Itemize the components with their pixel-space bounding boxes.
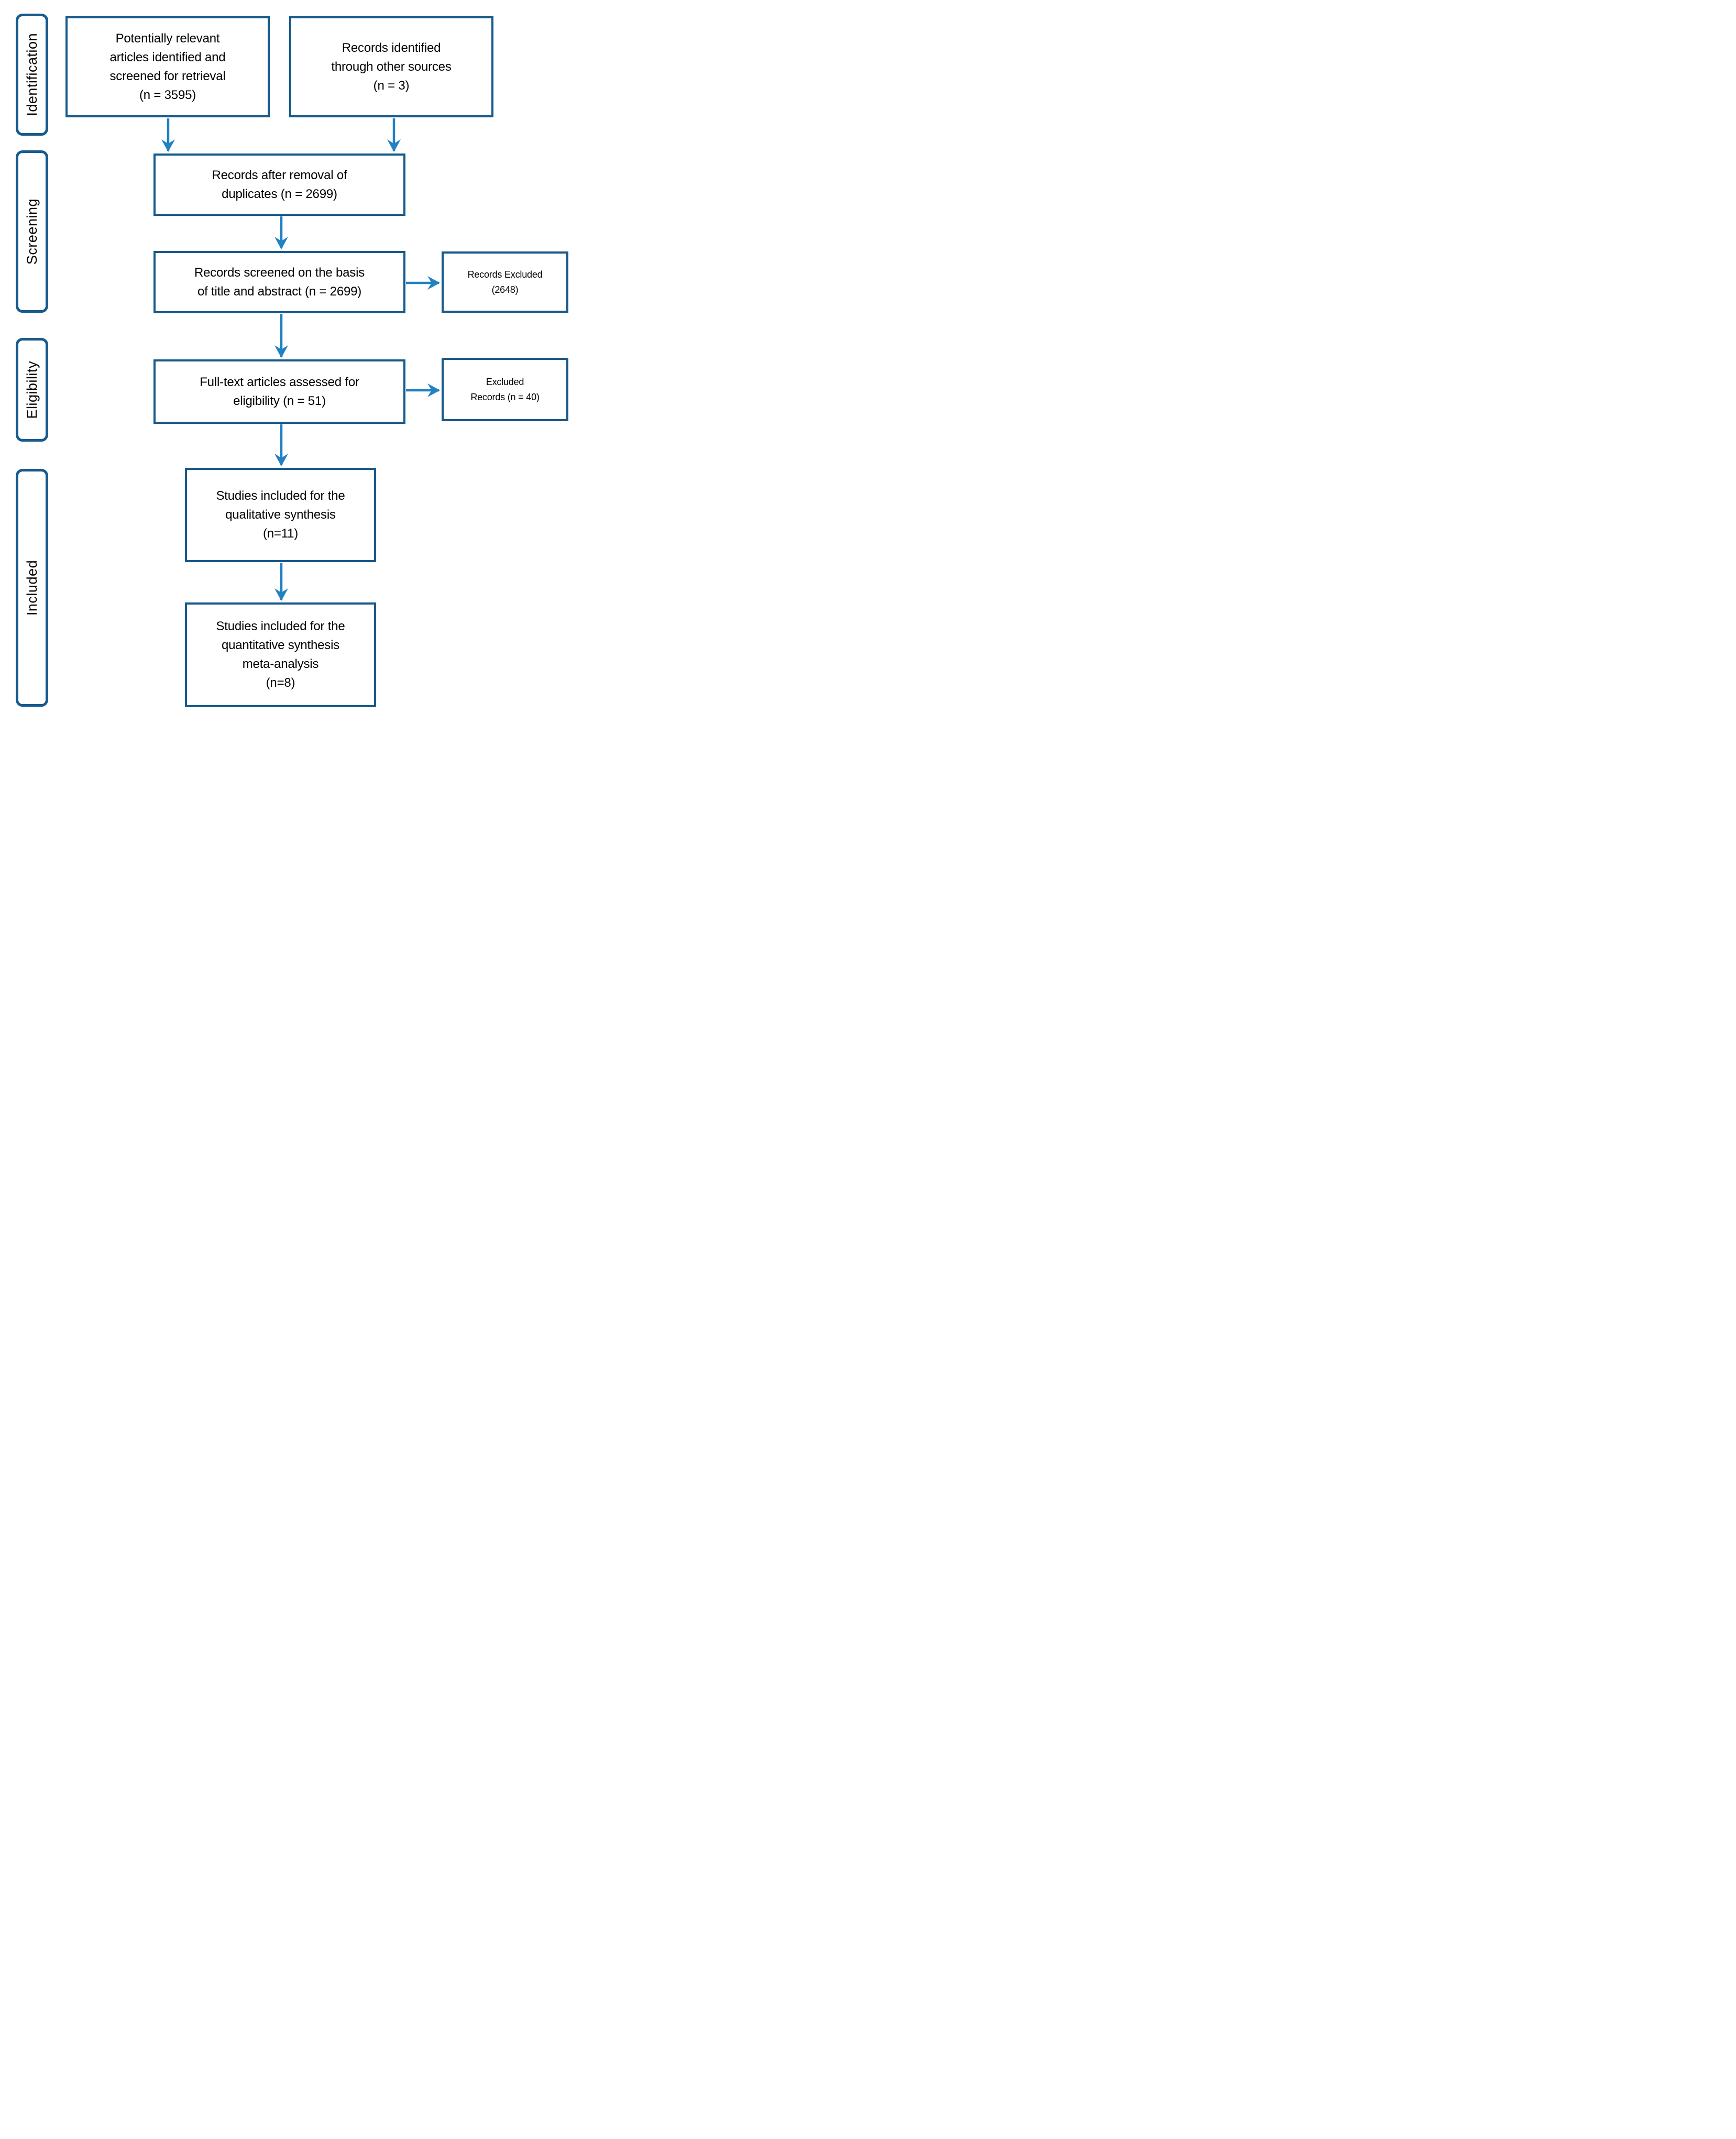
box-excluded-records: Excluded Records (n = 40) [442,358,568,421]
prisma-flow-diagram: Identification Screening Eligibility Inc… [0,0,579,713]
stage-label-eligibility: Eligibility [16,338,48,442]
stage-label-included: Included [16,469,48,707]
box-records-excluded: Records Excluded (2648) [442,251,568,313]
box-records-after-duplicates: Records after removal of duplicates (n =… [153,153,405,216]
box-records-screened: Records screened on the basis of title a… [153,251,405,313]
box-records-other-sources: Records identified through other sources… [289,16,493,117]
box-fulltext-assessed: Full-text articles assessed for eligibil… [153,359,405,424]
box-qualitative-synthesis: Studies included for the qualitative syn… [185,468,376,562]
box-potentially-relevant-articles: Potentially relevant articles identified… [65,16,270,117]
stage-label-included-text: Included [24,560,40,616]
box-records-excluded-text: Records Excluded (2648) [467,269,543,295]
box-fulltext-assessed-text: Full-text articles assessed for eligibil… [200,375,359,408]
stage-label-screening-text: Screening [24,198,40,265]
stage-label-identification-text: Identification [24,33,40,116]
box-records-after-duplicates-text: Records after removal of duplicates (n =… [212,168,347,201]
box-quantitative-synthesis-text: Studies included for the quantitative sy… [216,619,345,690]
box-records-other-sources-text: Records identified through other sources… [331,40,452,93]
box-excluded-records-text: Excluded Records (n = 40) [470,376,540,402]
stage-label-eligibility-text: Eligibility [24,360,40,419]
stage-label-identification: Identification [16,14,48,136]
stage-label-screening: Screening [16,150,48,313]
box-qualitative-synthesis-text: Studies included for the qualitative syn… [216,489,345,541]
box-potentially-relevant-articles-text: Potentially relevant articles identified… [109,31,226,102]
box-records-screened-text: Records screened on the basis of title a… [194,265,365,299]
box-quantitative-synthesis: Studies included for the quantitative sy… [185,602,376,707]
